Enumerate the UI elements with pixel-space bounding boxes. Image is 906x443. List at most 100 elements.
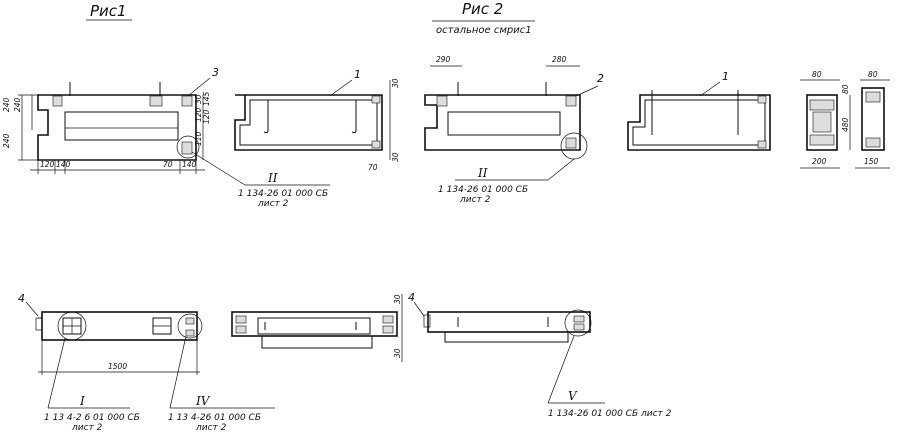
fig2-sec-anchor-tr	[757, 95, 767, 104]
fig1-outline	[37, 94, 197, 161]
fig1-elevation: 240 240 240 120 140 70 140 30 145 120 12…	[2, 66, 219, 174]
fig2-subtitle: остальное смрис1	[436, 25, 532, 36]
plan3-circle-V	[564, 309, 592, 337]
fig2-section-inner	[632, 99, 766, 146]
ref-II-a-sheet: лист 2	[257, 199, 289, 209]
fig1-loop-right	[351, 100, 357, 134]
endview-b-top	[865, 91, 881, 103]
plan2-lower-flange	[261, 336, 373, 349]
fig1-dim-140: 140	[56, 160, 71, 169]
fig2-elevation: 290 280 2 II 1 134-26 01 000 СБ лист 2	[424, 55, 604, 205]
plan3-end-cap	[423, 314, 431, 328]
fig1-anchor-left	[52, 95, 63, 107]
fig1-sec-anchor-br	[371, 140, 381, 149]
plan3-leader-4	[413, 301, 425, 317]
dim-480: 480	[841, 117, 850, 132]
plan3-anchor-top	[573, 315, 585, 323]
ref-V-leader	[547, 335, 575, 404]
dim-80-a: 80	[812, 70, 822, 79]
fig1-section-outline	[234, 94, 383, 151]
callout-1: 1	[354, 68, 361, 81]
fig1-opening	[64, 111, 179, 141]
fig1-sec-anchor-tr	[371, 95, 381, 104]
fig1-dim-30: 30	[194, 94, 203, 104]
fig1-sec-dim-30a: 30	[391, 78, 400, 88]
fig1-dim-110: 110	[194, 131, 203, 146]
endview-a-mid	[812, 111, 832, 133]
fig1-dim-120b: 120	[202, 109, 211, 124]
ref-II-a-code: 1 134-26 01 000 СБ	[238, 189, 328, 199]
dim-1500: 1500	[108, 362, 127, 371]
fig2-sec-anchor-br	[757, 140, 767, 149]
dim-200: 200	[812, 157, 827, 166]
fig2-opening	[447, 111, 561, 136]
fig1-loop-left	[263, 100, 269, 134]
endview-a-outline	[806, 94, 838, 151]
fig1-dim-240-b: 240	[13, 97, 22, 112]
endview-b-outline	[861, 87, 885, 151]
fig2-anchor-right	[565, 95, 577, 107]
dim-80-c: 80	[868, 70, 878, 79]
fig1-dim-120a: 120	[194, 107, 203, 122]
plan3-outline	[427, 311, 591, 333]
plan2-anchor-tl	[235, 315, 247, 324]
plan-3: 4 V 1 134-26 01 000 СБ лист 2	[408, 291, 672, 419]
fig1-leader-3	[187, 77, 211, 97]
fig2-endview-a: 80 200	[800, 70, 840, 169]
ref-I-num: I	[79, 394, 85, 408]
fig2-anchor-bottom	[565, 137, 577, 149]
plan1-circle-IV	[177, 313, 203, 339]
ref-II-a-leader	[191, 151, 246, 186]
fig2-outline	[424, 94, 581, 151]
fig2-leader-2	[575, 85, 599, 97]
ref-V-code: 1 134-26 01 000 СБ лист 2	[548, 409, 672, 419]
plan2-outline	[231, 311, 398, 337]
ref-II-b-num: II	[477, 166, 488, 180]
fig2-endview-b: 80 480 80 150	[841, 70, 890, 169]
ref-IV-code: 1 13 4-26 01 000 СБ	[168, 413, 261, 423]
fig1-dim-145: 145	[202, 91, 211, 106]
callout-4b: 4	[408, 291, 415, 304]
fig1-title: Рис1	[90, 2, 127, 20]
ref-II-a-num: II	[267, 171, 278, 185]
plan-1: 1500 4 I 1 13 4-2 6 01 000 СБ лист 2 IV …	[18, 292, 275, 433]
fig1-sec-dim-70: 70	[368, 163, 378, 172]
fig1-leader-1	[329, 79, 353, 97]
callout-3: 3	[212, 66, 219, 79]
fig2-dim-290: 290	[436, 55, 451, 64]
ref-I-sheet: лист 2	[71, 423, 103, 433]
callout-4: 4	[18, 292, 25, 305]
plan1-leader-4	[25, 301, 39, 317]
fig2-title: Рис 2	[462, 0, 503, 18]
fig2-leader-1	[699, 81, 721, 97]
endview-b-bot	[865, 137, 881, 148]
dim-80-b: 80	[841, 84, 850, 94]
fig1-dim-140b: 140	[182, 160, 197, 169]
plan2-inner	[257, 317, 371, 335]
fig1-anchor-right	[181, 95, 193, 107]
plan1-end-cap	[35, 317, 43, 331]
fig2-section-outline	[627, 94, 771, 151]
fig1-sec-dim-30b: 30	[391, 152, 400, 162]
ref-IV-leader	[169, 335, 187, 409]
endview-a-bot	[809, 134, 835, 146]
callout-2: 2	[597, 72, 604, 85]
ref-II-b-code: 1 134-26 01 000 СБ	[438, 185, 528, 195]
plan1-anchor-top	[185, 317, 195, 325]
ref-IV-sheet: лист 2	[195, 423, 227, 433]
ref-I-leader	[47, 337, 66, 409]
fig1-anchor-mid	[149, 95, 163, 107]
fig1-section: 30 30 70 1 II 1 134-26 01 000 СБ лист 2	[191, 68, 400, 209]
ref-II-b-leader	[547, 158, 575, 181]
plan2-dim-30a: 30	[393, 294, 402, 304]
plan3-anchor-bot	[573, 323, 585, 331]
fig1-dim-240-c: 240	[2, 133, 11, 148]
fig1-dim-120: 120	[40, 160, 55, 169]
plan2-anchor-br	[382, 325, 394, 334]
fig2-anchor-left	[436, 95, 448, 107]
ref-II-b-sheet: лист 2	[459, 195, 491, 205]
ref-I-code: 1 13 4-2 6 01 000 СБ	[44, 413, 140, 423]
plan2-anchor-tr	[382, 315, 394, 324]
fig1-dim-70: 70	[163, 160, 173, 169]
